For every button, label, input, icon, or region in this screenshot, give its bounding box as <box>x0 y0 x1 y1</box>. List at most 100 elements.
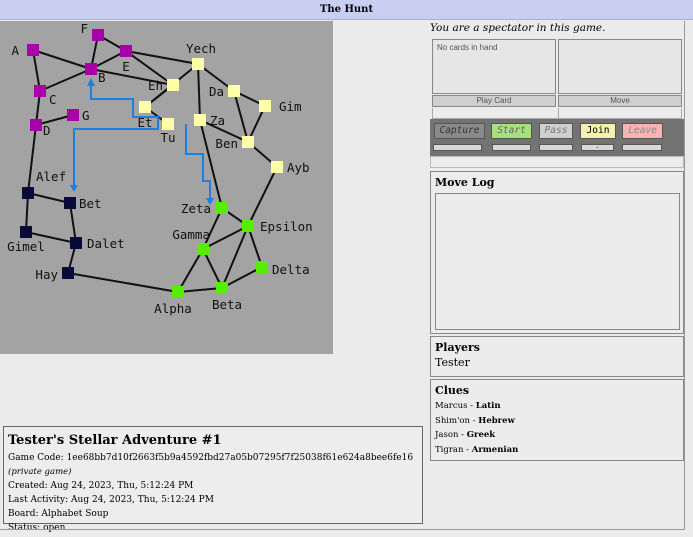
board-node-gim[interactable] <box>259 100 271 112</box>
board-edge <box>247 225 263 268</box>
node-label: Za <box>210 113 225 128</box>
node-label: Ayb <box>287 160 310 175</box>
route-arrowhead <box>87 78 95 86</box>
bottom-border <box>0 529 685 530</box>
player-name: Tester <box>435 356 470 369</box>
board-edge <box>32 49 41 92</box>
node-label: Ben <box>215 136 238 151</box>
leave-button[interactable]: Leave <box>622 123 663 139</box>
node-label: Gamma <box>172 227 210 242</box>
board-edge <box>125 50 199 65</box>
last-activity-value: Aug 24, 2023, Thu, 5:12:24 PM <box>71 495 214 505</box>
node-label: Hay <box>35 267 58 282</box>
board-node-da[interactable] <box>228 85 240 97</box>
clue-item: Shim'on - Hebrew <box>435 415 515 426</box>
selection-status-row <box>432 108 682 119</box>
move-log-title: Move Log <box>435 176 495 189</box>
clue-language: Hebrew <box>478 415 515 426</box>
board-edge <box>202 225 249 250</box>
board-node-ben[interactable] <box>242 136 254 148</box>
board-edge <box>199 119 249 143</box>
board-node-gamma[interactable] <box>197 243 209 255</box>
pass-slot <box>539 144 573 151</box>
board-edge <box>32 49 92 70</box>
board-node-e[interactable] <box>120 45 132 57</box>
created-row: Created: Aug 24, 2023, Thu, 5:12:24 PM <box>8 479 418 493</box>
board-nodes: AFEBCDGYechEhEtTuDaGimZaBenAybAlefBetGim… <box>7 21 313 316</box>
node-label: Tu <box>160 130 175 145</box>
board-node-a[interactable] <box>27 44 39 56</box>
board-map[interactable]: AFEBCDGYechEhEtTuDaGimZaBenAybAlefBetGim… <box>0 21 333 354</box>
board-edge <box>202 207 223 250</box>
board-node-b[interactable] <box>85 63 97 75</box>
capture-button[interactable]: Capture <box>434 123 485 139</box>
node-label: Delta <box>272 262 310 277</box>
board-node-f[interactable] <box>92 29 104 41</box>
board-edge <box>177 248 204 293</box>
private-game-note: (private game) <box>8 467 72 477</box>
last-activity-row: Last Activity: Aug 24, 2023, Thu, 5:12:2… <box>8 493 418 507</box>
board-node-yech[interactable] <box>192 58 204 70</box>
clue-language: Armenian <box>471 444 519 455</box>
route-arrowhead <box>206 198 214 205</box>
card-hand[interactable]: No cards in hand <box>432 39 556 94</box>
board-node-za[interactable] <box>194 114 206 126</box>
board-edge <box>25 192 29 233</box>
board-node-eh[interactable] <box>167 79 179 91</box>
move-selection-box[interactable] <box>558 39 682 94</box>
board-row: Board: Alphabet Soup <box>8 507 418 521</box>
board-edge <box>221 225 249 289</box>
node-label: Alpha <box>154 301 192 316</box>
board-node-alef[interactable] <box>22 187 34 199</box>
board-node-beta[interactable] <box>216 282 228 294</box>
board-node-g[interactable] <box>67 109 79 121</box>
leave-slot <box>622 144 662 151</box>
right-sidebar: You are a spectator in this game. No car… <box>429 21 684 529</box>
highlighted-route <box>70 78 214 205</box>
board-edge <box>69 202 77 244</box>
board-edge <box>221 266 263 289</box>
node-label: G <box>82 108 90 123</box>
node-label: Epsilon <box>260 219 313 234</box>
node-label: Bet <box>79 196 102 211</box>
board-node-bet[interactable] <box>64 197 76 209</box>
board-node-epsilon[interactable] <box>242 220 254 232</box>
node-label: Et <box>137 115 152 130</box>
board-label: Board: <box>8 509 39 519</box>
board-node-alpha[interactable] <box>172 286 184 298</box>
node-label: Beta <box>212 297 242 312</box>
board-edge <box>27 192 71 204</box>
board-edge <box>125 50 174 86</box>
node-label: F <box>80 21 88 36</box>
clue-name: Shim'on <box>435 415 471 426</box>
route-line <box>185 124 211 199</box>
game-code-row: Game Code: 1ee68bb7d10f2663f5b9a4592fbd2… <box>8 451 418 479</box>
join-button[interactable]: Join <box>580 123 616 139</box>
board-edge <box>67 272 179 293</box>
game-code-value: 1ee68bb7d10f2663f5b9a4592fbd27a05b07295f… <box>66 453 414 463</box>
board-node-delta[interactable] <box>256 261 268 273</box>
move-log-area[interactable] <box>435 193 680 330</box>
board-node-et[interactable] <box>139 101 151 113</box>
board-node-d[interactable] <box>30 119 42 131</box>
board-node-ayb[interactable] <box>271 161 283 173</box>
pass-button[interactable]: Pass <box>539 123 573 139</box>
node-label: Da <box>209 84 224 99</box>
board-node-tu[interactable] <box>162 118 174 130</box>
board-node-hay[interactable] <box>62 267 74 279</box>
board-node-gimel[interactable] <box>20 226 32 238</box>
node-label: Zeta <box>181 201 211 216</box>
play-card-button[interactable]: Play Card <box>432 95 556 107</box>
board-node-dalet[interactable] <box>70 237 82 249</box>
clue-item: Marcus - Latin <box>435 401 501 411</box>
board-value: Alphabet Soup <box>41 509 109 519</box>
board-edge <box>35 114 74 126</box>
board-node-c[interactable] <box>34 85 46 97</box>
board-edge <box>197 63 201 121</box>
move-button[interactable]: Move <box>558 95 682 107</box>
board-edge <box>27 124 37 194</box>
board-node-zeta[interactable] <box>216 202 228 214</box>
clue-name: Tigran <box>435 444 464 455</box>
start-button[interactable]: Start <box>491 123 532 139</box>
